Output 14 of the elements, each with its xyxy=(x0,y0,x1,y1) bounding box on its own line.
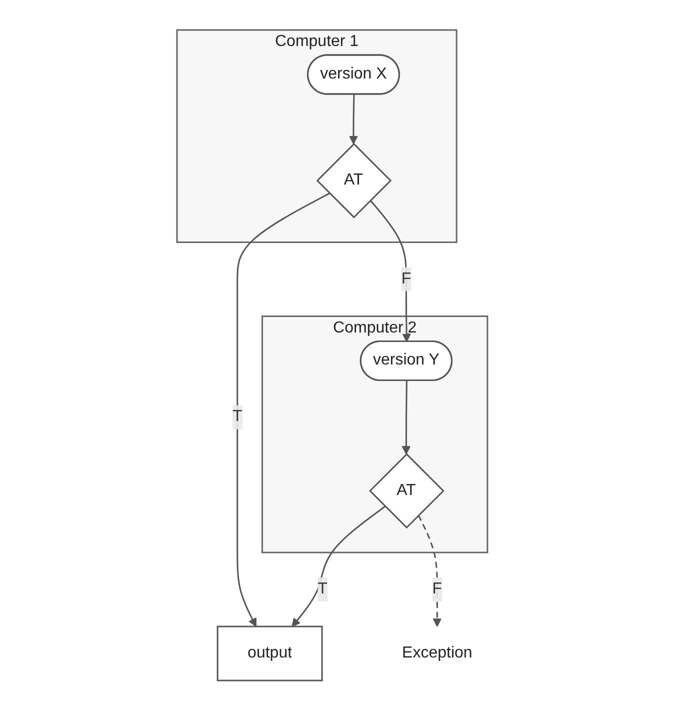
edge-label: F xyxy=(402,270,412,288)
node-text: Exception xyxy=(402,644,473,662)
arrow xyxy=(236,192,330,627)
arrow xyxy=(402,380,411,454)
arrow xyxy=(292,506,386,627)
arrow xyxy=(370,200,412,342)
edge-label: T xyxy=(232,408,243,425)
node-diamond: AT xyxy=(369,452,445,528)
edge-label: F xyxy=(432,580,442,598)
edge-label: T xyxy=(318,580,328,598)
node-box: output xyxy=(217,626,324,681)
arrow xyxy=(349,94,358,144)
arrow xyxy=(418,514,442,627)
node-diamond: AT xyxy=(316,142,392,218)
